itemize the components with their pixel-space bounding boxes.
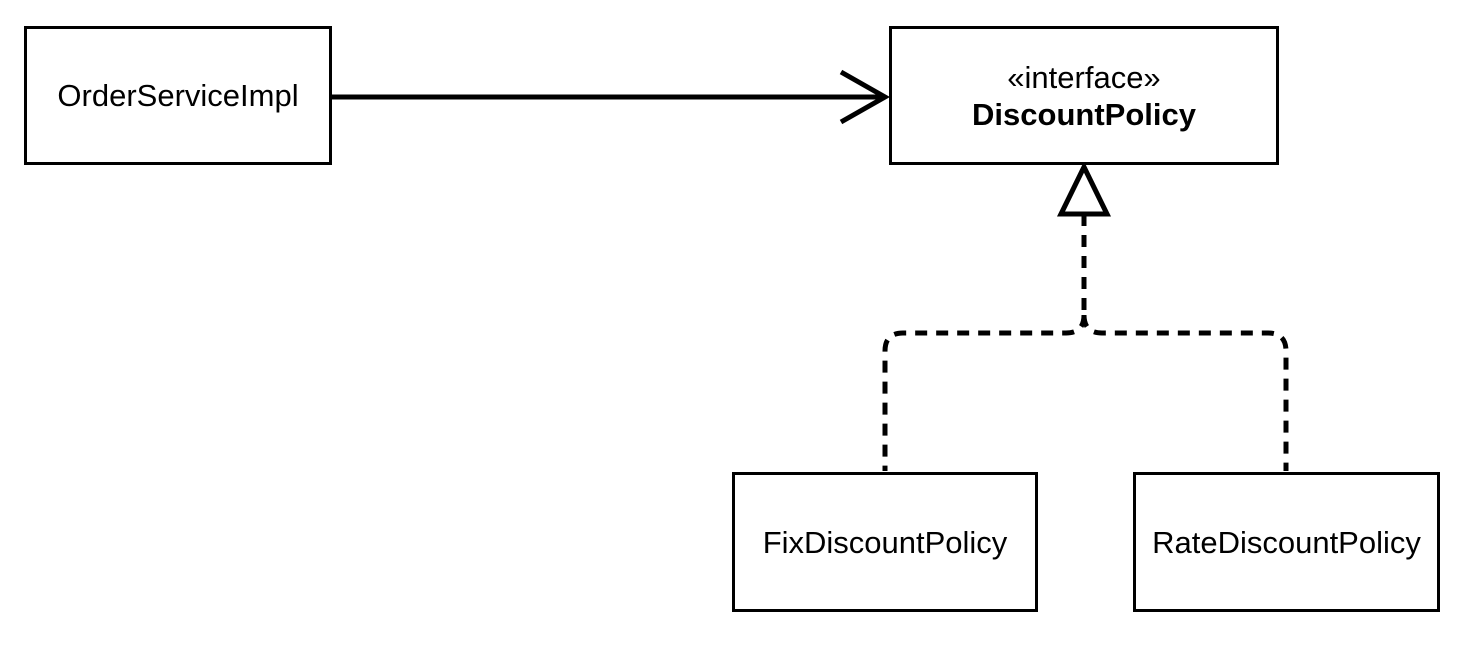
interface-box-discount-policy: «interface» DiscountPolicy — [889, 26, 1279, 165]
dependency-arrowhead-icon — [839, 69, 891, 125]
class-box-rate-discount-policy: RateDiscountPolicy — [1133, 472, 1440, 612]
class-name-label: OrderServiceImpl — [57, 78, 299, 113]
class-name-label: FixDiscountPolicy — [762, 524, 1008, 560]
class-name-label: RateDiscountPolicy — [1152, 524, 1421, 560]
realization-branch-right-line — [1081, 314, 1289, 471]
realization-branch-left-line — [882, 314, 1087, 471]
realization-triangle-icon — [1056, 161, 1112, 217]
class-box-fix-discount-policy: FixDiscountPolicy — [732, 472, 1038, 612]
interface-stereotype-label: «interface» — [1007, 59, 1161, 95]
interface-name-label: DiscountPolicy — [972, 96, 1196, 132]
class-box-order-service-impl: OrderServiceImpl — [24, 26, 332, 165]
